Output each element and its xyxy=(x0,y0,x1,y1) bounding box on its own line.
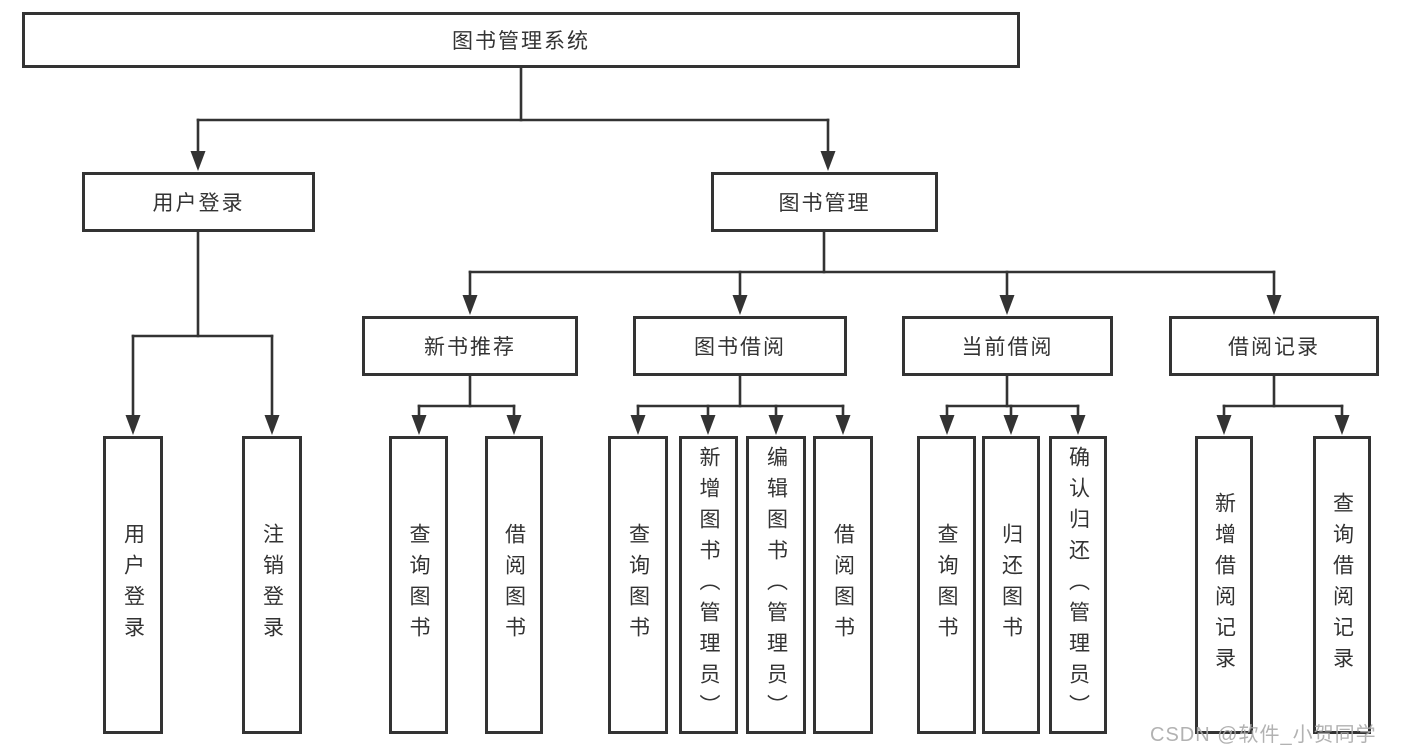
node-book-borrowing: 图书借阅 xyxy=(633,316,847,376)
node-book-borrowing-label: 图书借阅 xyxy=(694,336,786,359)
node-leaf-return-books: 归还图书 xyxy=(982,436,1040,734)
node-new-book-recommend-label: 新书推荐 xyxy=(424,336,516,359)
node-user-login: 用户登录 xyxy=(82,172,315,232)
node-new-book-recommend: 新书推荐 xyxy=(362,316,578,376)
node-leaf-query-books-2-label: 查询图书 xyxy=(626,523,650,647)
node-leaf-query-books-1: 查询图书 xyxy=(389,436,448,734)
node-book-management: 图书管理 xyxy=(711,172,938,232)
csdn-watermark: CSDN @软件_小贺同学 xyxy=(1150,724,1377,746)
node-book-management-label: 图书管理 xyxy=(778,192,871,215)
node-leaf-edit-books-admin-label: 编辑图书（管理员） xyxy=(764,445,788,725)
node-leaf-add-borrow-record: 新增借阅记录 xyxy=(1195,436,1253,734)
node-leaf-borrow-books-1-label: 借阅图书 xyxy=(502,523,526,647)
node-borrowing-records-label: 借阅记录 xyxy=(1228,336,1320,359)
node-leaf-confirm-return-admin: 确认归还（管理员） xyxy=(1049,436,1107,734)
node-leaf-add-borrow-record-label: 新增借阅记录 xyxy=(1212,492,1236,678)
node-leaf-query-books-2: 查询图书 xyxy=(608,436,668,734)
node-leaf-borrow-books-2: 借阅图书 xyxy=(813,436,873,734)
node-leaf-query-books-3-label: 查询图书 xyxy=(935,523,958,647)
node-leaf-borrow-books-2-label: 借阅图书 xyxy=(831,523,855,647)
node-leaf-user-login: 用户登录 xyxy=(103,436,163,734)
node-leaf-query-borrow-record: 查询借阅记录 xyxy=(1313,436,1371,734)
node-user-login-label: 用户登录 xyxy=(152,192,245,215)
node-leaf-logout-label: 注销登录 xyxy=(260,523,284,647)
node-leaf-add-books-admin-label: 新增图书（管理员） xyxy=(697,445,720,725)
node-root-label: 图书管理系统 xyxy=(452,30,590,53)
node-leaf-query-borrow-record-label: 查询借阅记录 xyxy=(1330,492,1354,678)
node-leaf-return-books-label: 归还图书 xyxy=(999,523,1023,647)
node-root: 图书管理系统 xyxy=(22,12,1020,68)
node-leaf-user-login-label: 用户登录 xyxy=(121,523,145,647)
node-leaf-edit-books-admin: 编辑图书（管理员） xyxy=(746,436,806,734)
node-leaf-logout: 注销登录 xyxy=(242,436,302,734)
node-leaf-borrow-books-1: 借阅图书 xyxy=(485,436,543,734)
node-leaf-query-books-3: 查询图书 xyxy=(917,436,976,734)
arrowhead-icons xyxy=(125,151,1350,435)
node-leaf-add-books-admin: 新增图书（管理员） xyxy=(679,436,738,734)
node-leaf-query-books-1-label: 查询图书 xyxy=(407,523,430,647)
node-borrowing-records: 借阅记录 xyxy=(1169,316,1379,376)
node-current-borrowing-label: 当前借阅 xyxy=(961,336,1054,359)
node-leaf-confirm-return-admin-label: 确认归还（管理员） xyxy=(1066,445,1090,725)
node-current-borrowing: 当前借阅 xyxy=(902,316,1113,376)
